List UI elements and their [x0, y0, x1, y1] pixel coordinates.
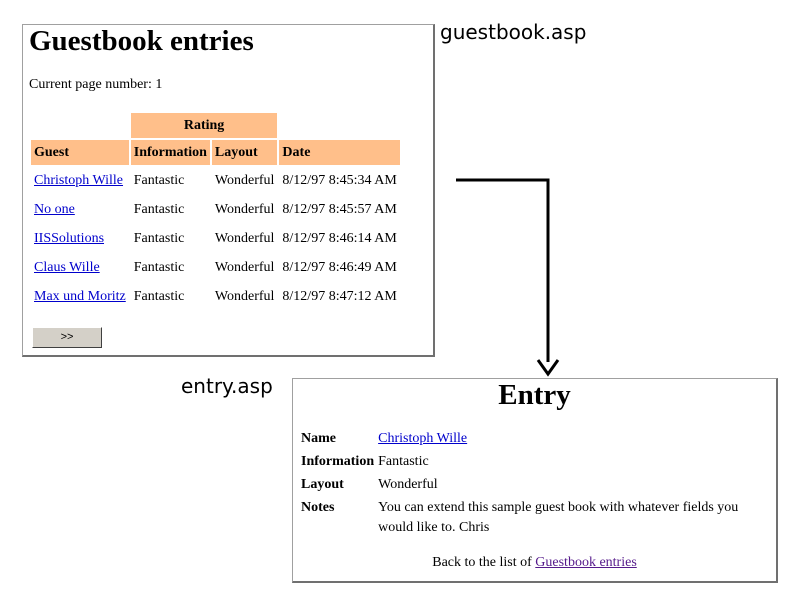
column-header-guest: Guest [31, 140, 129, 165]
field-label: Notes [301, 500, 335, 515]
field-label: Information [301, 454, 375, 469]
arrow-head [536, 359, 560, 377]
date-cell: 8/12/97 8:45:57 AM [282, 201, 397, 217]
guestbook-file-label: guestbook.asp [440, 20, 587, 44]
guest-link[interactable]: IISSolutions [34, 230, 105, 246]
layout-cell: Wonderful [214, 201, 275, 217]
field-value: Fantastic [378, 454, 429, 469]
field-label: Layout [301, 477, 344, 492]
information-cell: Fantastic [133, 288, 185, 304]
column-header-date: Date [279, 140, 400, 165]
table-row: No one Fantastic Wonderful 8/12/97 8:45:… [31, 196, 400, 223]
field-label: Name [301, 431, 336, 446]
entry-row-name: Name Christoph Wille [299, 429, 770, 452]
guestbook-window: Guestbook entries Current page number: 1… [22, 24, 435, 357]
entry-row-notes: Notes You can extend this sample guest b… [299, 498, 770, 538]
entry-file-label: entry.asp [181, 374, 273, 398]
guest-link[interactable]: Max und Moritz [34, 288, 126, 304]
table-row: IISSolutions Fantastic Wonderful 8/12/97… [31, 225, 400, 252]
table-row: Christoph Wille Fantastic Wonderful 8/12… [31, 167, 400, 194]
information-cell: Fantastic [133, 172, 185, 188]
guest-link[interactable]: Christoph Wille [34, 172, 124, 188]
rating-group-header: Rating [130, 113, 278, 138]
current-page-line: Current page number: 1 [29, 77, 162, 93]
column-header-layout: Layout [211, 140, 278, 165]
back-to-list-line: Back to the list of Guestbook entries [293, 555, 776, 571]
information-cell: Fantastic [133, 201, 185, 217]
guest-link[interactable]: Claus Wille [34, 259, 100, 275]
guestbook-table: Rating Guest Information Layout Date Chr… [29, 111, 402, 312]
guestbook-entries-link[interactable]: Guestbook entries [535, 555, 637, 570]
back-text: Back to the list of [432, 555, 536, 570]
table-row: Claus Wille Fantastic Wonderful 8/12/97 … [31, 254, 400, 281]
entry-row-information: Information Fantastic [299, 452, 770, 475]
entry-window: Entry Name Christoph Wille Information F… [292, 378, 778, 583]
current-page-label: Current page number: [29, 77, 156, 92]
date-cell: 8/12/97 8:46:49 AM [282, 259, 397, 275]
layout-cell: Wonderful [214, 172, 275, 188]
layout-cell: Wonderful [214, 259, 275, 275]
entry-row-layout: Layout Wonderful [299, 475, 770, 498]
entry-name-link[interactable]: Christoph Wille [378, 431, 468, 446]
table-row: Max und Moritz Fantastic Wonderful 8/12/… [31, 283, 400, 310]
layout-cell: Wonderful [214, 288, 275, 304]
entry-title: Entry [498, 379, 571, 411]
field-value: You can extend this sample guest book wi… [378, 500, 739, 535]
date-cell: 8/12/97 8:46:14 AM [282, 230, 397, 246]
information-cell: Fantastic [133, 230, 185, 246]
guest-link[interactable]: No one [34, 201, 75, 217]
date-cell: 8/12/97 8:45:34 AM [282, 172, 397, 188]
guestbook-title: Guestbook entries [29, 25, 254, 57]
information-cell: Fantastic [133, 259, 185, 275]
current-page-number: 1 [155, 77, 163, 92]
next-page-button[interactable]: >> [32, 327, 102, 348]
entry-details-table: Name Christoph Wille Information Fantast… [299, 429, 770, 538]
column-header-information: Information [130, 140, 210, 165]
layout-cell: Wonderful [214, 230, 275, 246]
arrow-line [456, 178, 550, 362]
date-cell: 8/12/97 8:47:12 AM [282, 288, 397, 304]
field-value: Wonderful [378, 477, 438, 492]
